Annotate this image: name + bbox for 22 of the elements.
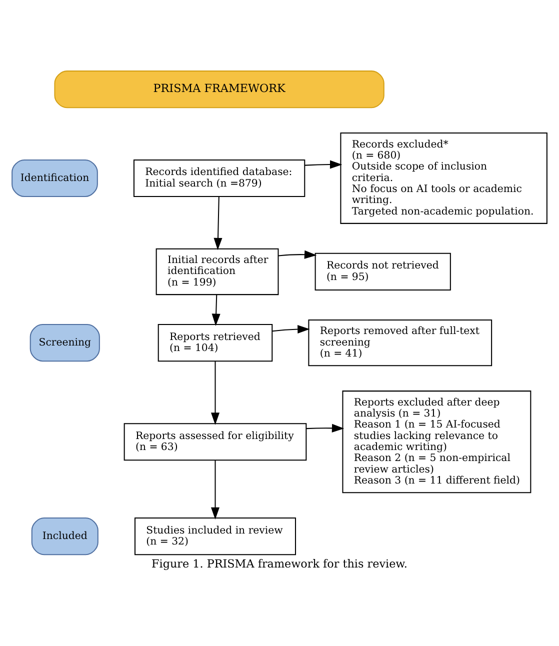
arrow xyxy=(212,294,220,326)
node-box: Records excluded* (n = 680) Outside scope of inclusion criteria. No focus on AI tools or academic writing. Targeted non-academic population. xyxy=(340,132,548,224)
caption: Figure 1. PRISMA framework for this review. xyxy=(152,558,408,571)
node-box: Initial records after identification (n = 199) xyxy=(156,248,279,296)
node-box: PRISMA FRAMEWORK xyxy=(54,70,384,108)
node-box: Studies included in review (n = 32) xyxy=(134,518,296,556)
arrow xyxy=(272,324,310,334)
arrow xyxy=(210,460,220,520)
arrow xyxy=(278,250,317,259)
arrow xyxy=(306,424,344,432)
arrow xyxy=(210,361,220,425)
arrow xyxy=(214,196,222,250)
node-box: Records not retrieved (n = 95) xyxy=(314,252,451,290)
node-box: Reports retrieved (n = 104) xyxy=(158,324,273,362)
node-box: Screening xyxy=(30,324,100,362)
node-box: Identification xyxy=(12,159,98,198)
node-box: Reports assessed for eligibility (n = 63) xyxy=(124,423,307,461)
node-box: Reports excluded after deep analysis (n = 31) Reason 1 (n = 15 AI-focused studies lacking relevance to academic writing) Reason 2 (n = 5 non-empirical review articles) Reason 3 (n = 11 different field) xyxy=(342,390,532,494)
node-box: Included xyxy=(31,518,98,556)
node-box: Reports removed after full-text screening (n = 41) xyxy=(308,319,492,366)
arrow xyxy=(304,160,342,169)
node-box: Records identified database: Initial search (n =879) xyxy=(133,159,306,198)
